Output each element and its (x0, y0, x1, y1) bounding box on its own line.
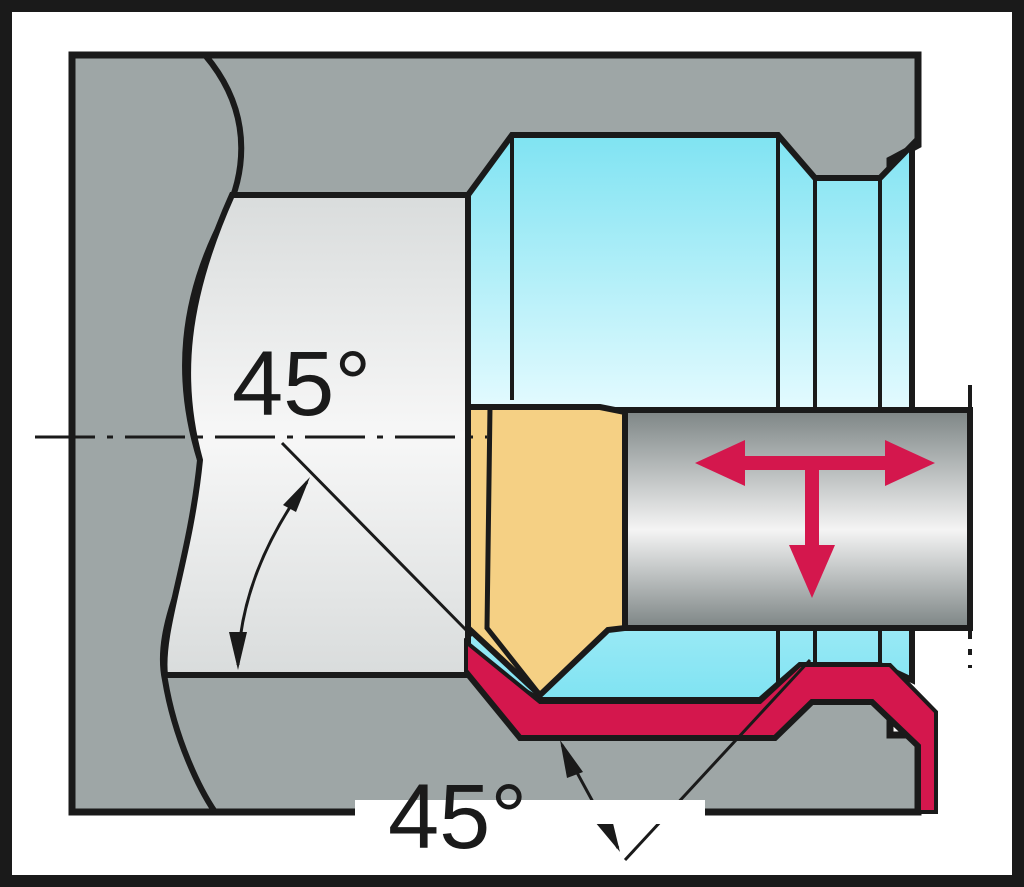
profile-outline (463, 670, 921, 812)
angle-arrowhead-upper-top (283, 477, 310, 512)
three-way-arrow-icon (695, 440, 935, 598)
angle-leader-upper (280, 441, 474, 638)
angle-label-lower-mask (355, 800, 705, 824)
angle-arrowhead-upper-bottom (229, 632, 247, 670)
angle-leader-lower (623, 658, 812, 862)
angle-arrowhead-lower-top (560, 740, 583, 778)
angle-label-upper: 45° (232, 333, 371, 435)
boring-bar (615, 407, 973, 631)
cutting-insert (465, 404, 628, 700)
insert-front-edge (484, 406, 542, 697)
bore-cavity (161, 192, 471, 678)
angle-arrowhead-lower-bottom (595, 815, 620, 852)
angle-label-lower: 45° (388, 766, 527, 868)
